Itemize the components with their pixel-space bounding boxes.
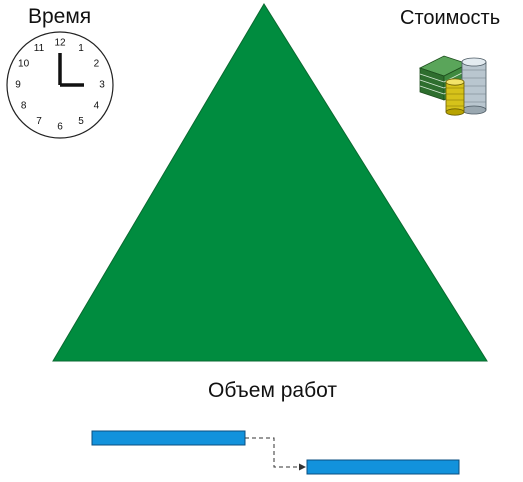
cost-label: Стоимость [400,7,501,29]
clock-number-11: 11 [34,43,45,54]
clock-number-6: 6 [57,122,63,133]
clock-number-1: 1 [78,43,84,54]
clock-number-12: 12 [54,38,66,49]
gold-coin-stack [445,78,465,116]
dependency-connector [245,437,300,468]
task-bar-1 [91,430,246,446]
clock-number-7: 7 [36,116,42,127]
clock-icon: 12 12 3 45 6 789 10 11 [6,31,114,139]
money-stack-icon [418,55,487,116]
time-label: Время [28,5,92,28]
clock-number-4: 4 [94,101,100,112]
clock-number-3: 3 [99,80,105,91]
task-bar-2 [306,459,460,475]
clock-number-10: 10 [18,59,30,70]
clock-number-8: 8 [21,101,27,112]
project-triangle [52,3,488,362]
clock-numbers: 12 12 3 45 6 789 10 11 [15,38,105,133]
silver-coin-stack [461,57,487,115]
scope-label: Объем работ [208,379,337,402]
clock-number-9: 9 [15,80,21,91]
clock-number-5: 5 [78,116,84,127]
clock-number-2: 2 [94,59,100,70]
dependency-arrowhead [299,463,306,471]
